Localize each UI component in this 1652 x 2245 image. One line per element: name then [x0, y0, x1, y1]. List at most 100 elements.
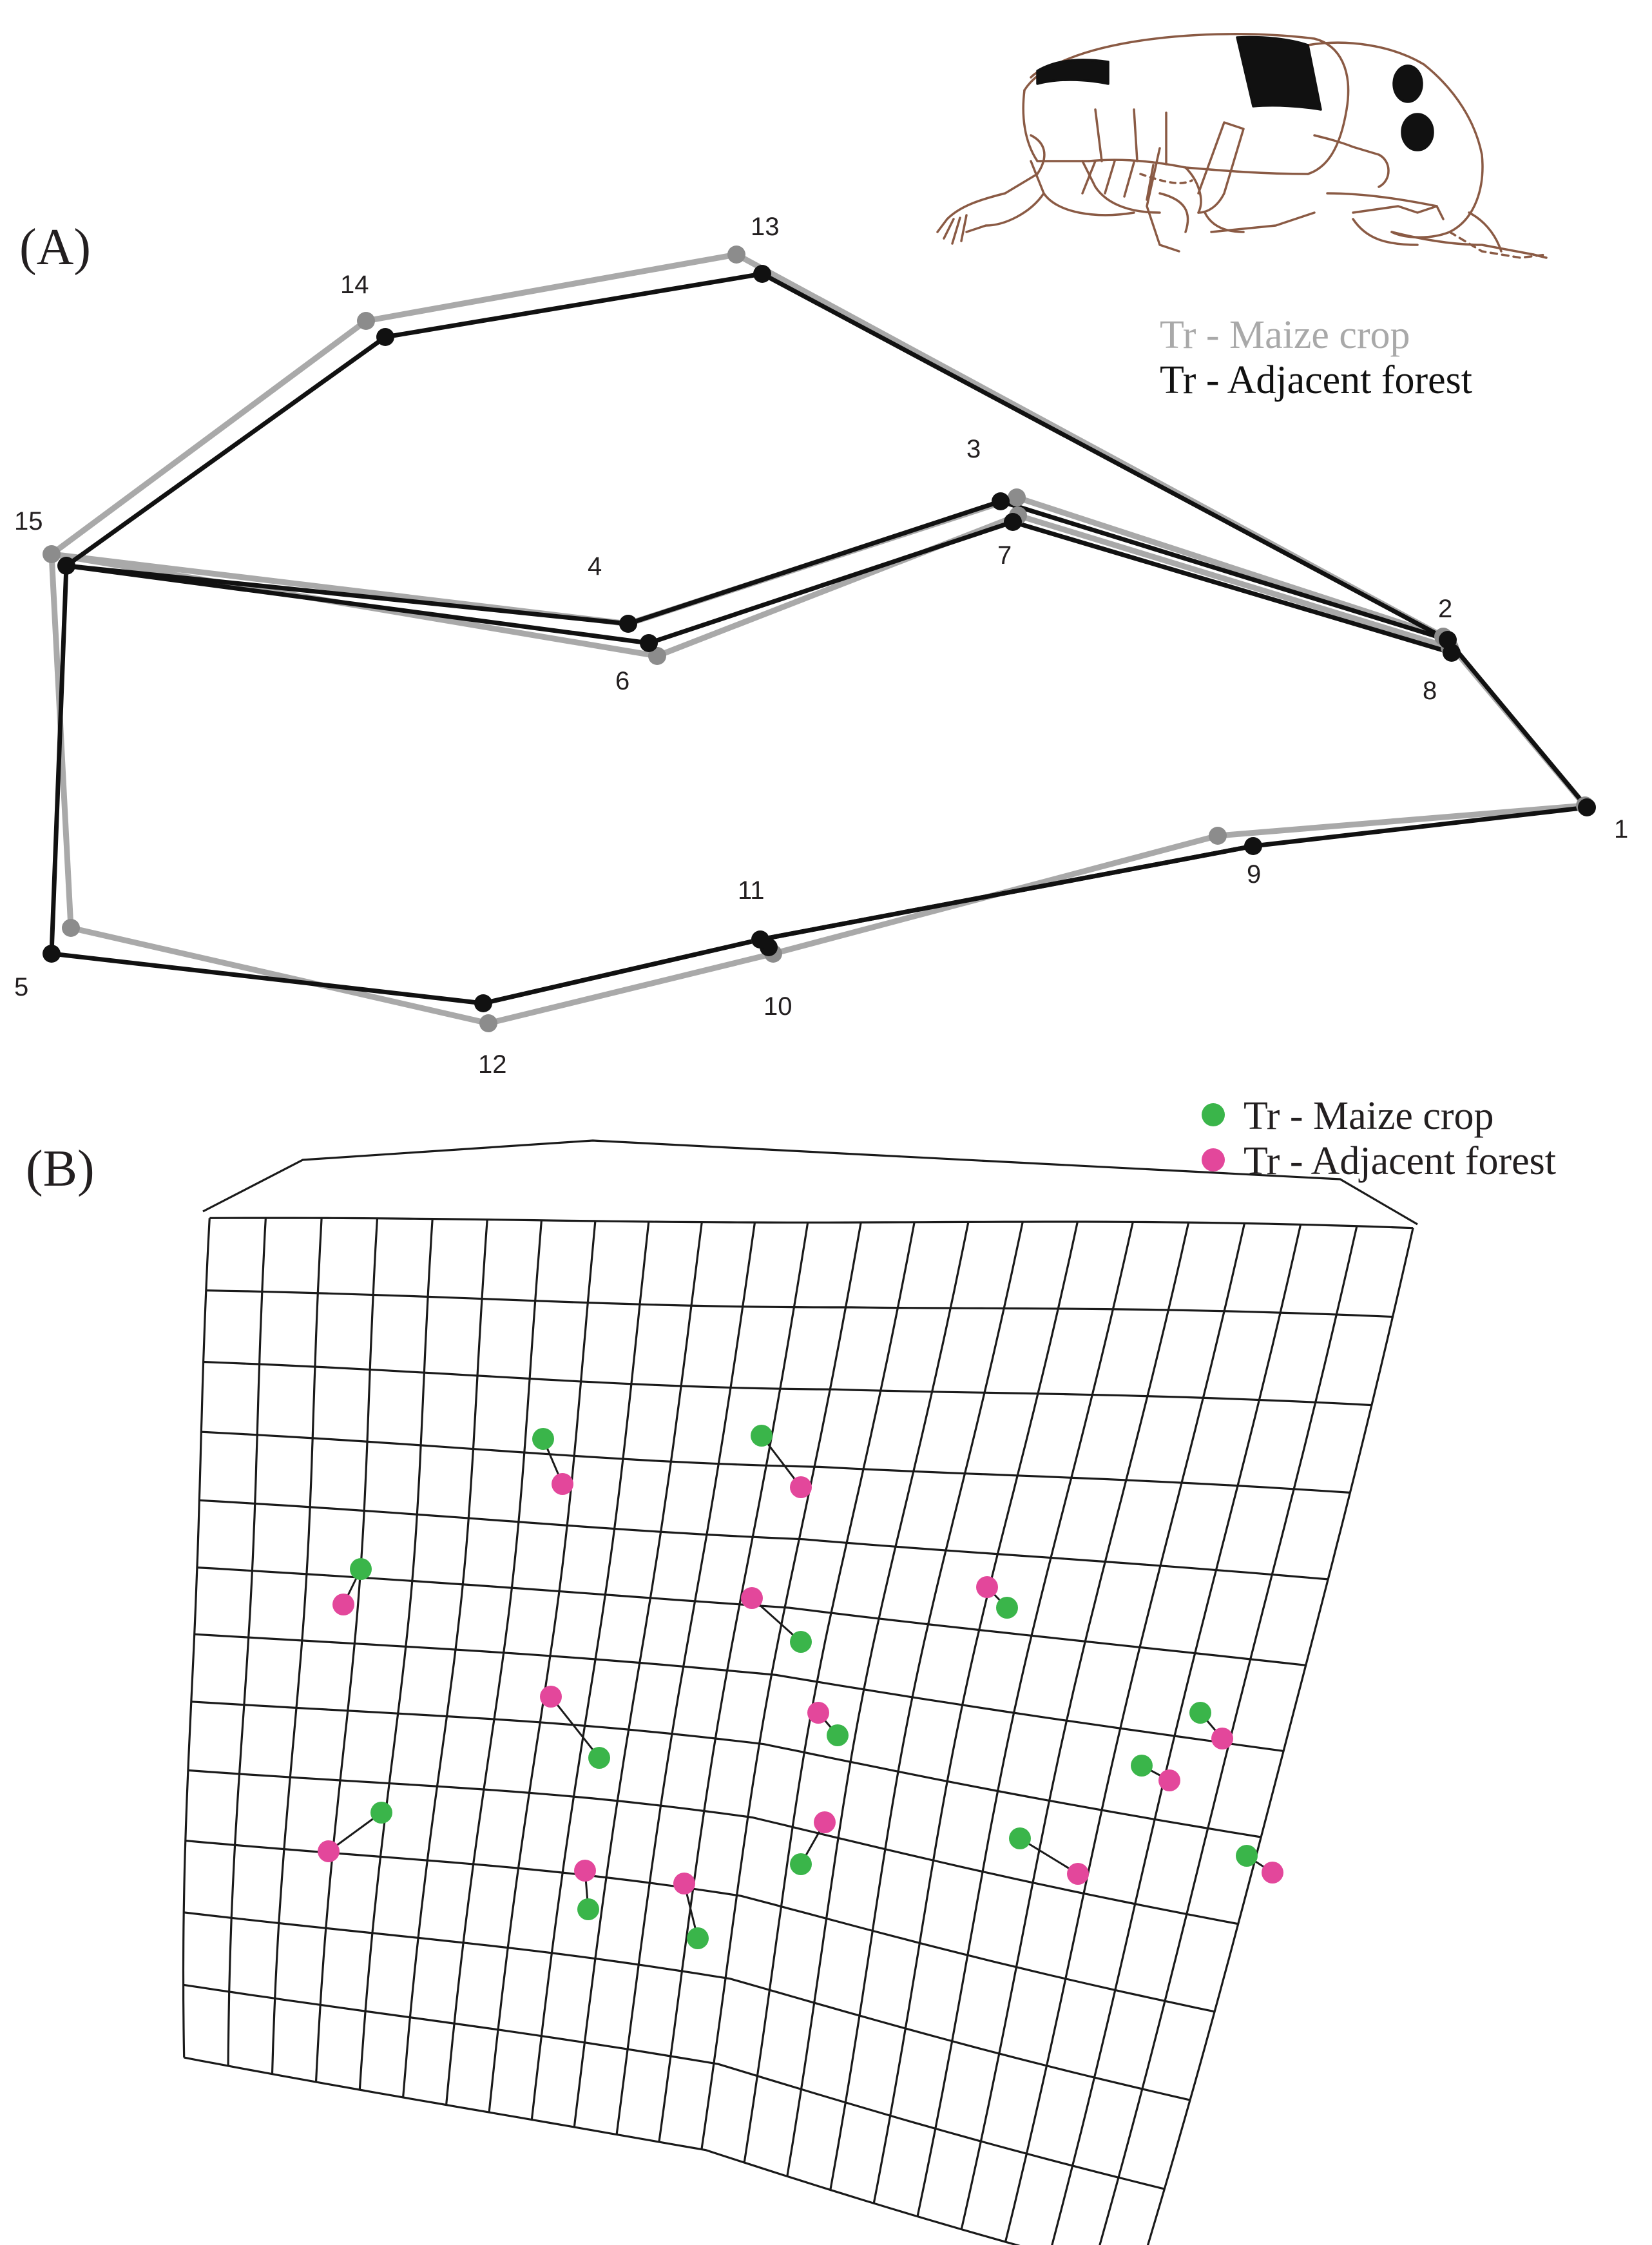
- maize-crop-dot-1: [532, 1428, 554, 1450]
- maize-crop-dot-3: [350, 1558, 372, 1580]
- grid-column-line: [615, 1222, 756, 2135]
- landmark-label-1: 1: [1614, 815, 1628, 843]
- deformation-grid: [182, 1139, 1418, 2245]
- grid-column-line: [743, 1222, 916, 2163]
- panel-b-label: (B): [26, 1141, 95, 1197]
- landmark-label-4: 4: [588, 552, 602, 581]
- forest-landmark-1: [1578, 798, 1596, 816]
- grid-row-line: [203, 1360, 1372, 1407]
- landmark-label-2: 2: [1438, 595, 1452, 623]
- forest-landmark-11: [751, 930, 769, 949]
- landmark-label-6: 6: [615, 667, 629, 695]
- landmark-label-9: 9: [1247, 860, 1261, 889]
- forest-outline-segment-4: [483, 843, 1254, 1006]
- grid-column-line: [402, 1219, 488, 2098]
- maize-landmark-3: [1008, 488, 1026, 506]
- maize-crop-dot-11: [790, 1853, 812, 1875]
- legend-maize-crop-b: Tr - Maize crop: [1244, 1094, 1494, 1138]
- landmark-label-12: 12: [478, 1050, 507, 1079]
- forest-landmark-13: [753, 265, 771, 283]
- grid-column-line: [488, 1220, 597, 2113]
- adjacent-forest-landmarks: [43, 265, 1596, 1012]
- adjacent-forest-dot-5: [741, 1587, 763, 1609]
- adjacent-forest-dot-9: [1158, 1769, 1180, 1791]
- adjacent-forest-dot-2: [790, 1476, 812, 1498]
- adjacent-forest-dot-4: [976, 1576, 998, 1598]
- grid-column-line: [227, 1218, 267, 2067]
- grid-column-line: [960, 1222, 1190, 2230]
- maize-crop-dot-8: [1189, 1702, 1211, 1724]
- grid-column-line: [872, 1221, 1079, 2204]
- maize-outline-segment-2: [51, 494, 1445, 640]
- grid-column-line: [786, 1222, 970, 2177]
- adjacent-forest-dot-7: [807, 1702, 829, 1724]
- forest-landmark-8: [1443, 644, 1461, 662]
- maize-landmark-9: [1209, 827, 1227, 845]
- maize-outline-segment-1: [48, 251, 1588, 1026]
- adjacent-forest-dot-11: [814, 1811, 836, 1833]
- landmark-label-15: 15: [14, 507, 43, 535]
- grid-column-line: [445, 1220, 543, 2105]
- forest-landmark-9: [1244, 837, 1262, 855]
- maize-crop-dot-14: [1009, 1827, 1031, 1849]
- adjacent-forest-dot-1: [552, 1473, 573, 1495]
- forest-landmark-5: [43, 945, 61, 963]
- landmark-label-10: 10: [764, 992, 792, 1021]
- panel-a: (A): [14, 33, 1628, 1079]
- grid-column-line: [1004, 1223, 1246, 2242]
- grid-column-line: [916, 1222, 1134, 2217]
- grid-row-line: [187, 1769, 1238, 1925]
- adjacent-forest-dot-15: [1262, 1862, 1283, 1884]
- legend-magenta-dot: [1202, 1148, 1225, 1171]
- forest-outline-segment-2: [66, 499, 1449, 642]
- displacement-line-6: [550, 1696, 600, 1758]
- grid-row-line: [206, 1289, 1393, 1318]
- grid-box-top: [202, 1139, 1418, 1226]
- grid-column-line: [829, 1221, 1024, 2190]
- panel-a-label: (A): [19, 219, 91, 276]
- landmark-label-8: 8: [1423, 677, 1437, 705]
- adjacent-forest-dot-10: [318, 1840, 340, 1862]
- maize-crop-dot-5: [790, 1631, 812, 1653]
- grid-row-line: [201, 1431, 1350, 1494]
- grid-column-line: [314, 1218, 379, 2083]
- maize-landmark-12: [479, 1014, 497, 1032]
- maize-landmark-15: [43, 545, 61, 563]
- grid-column-line: [358, 1219, 434, 2090]
- forest-landmark-15: [57, 557, 75, 575]
- forest-landmark-14: [376, 328, 394, 346]
- maize-landmark-5: [62, 919, 80, 937]
- legend-adjacent-forest-b: Tr - Adjacent forest: [1244, 1139, 1556, 1183]
- landmark-label-14: 14: [340, 271, 369, 299]
- landmark-label-5: 5: [14, 973, 28, 1001]
- adjacent-forest-dot-8: [1211, 1728, 1233, 1749]
- legend-green-dot: [1202, 1103, 1225, 1126]
- maize-landmark-13: [727, 246, 745, 264]
- grid-row-line: [209, 1217, 1414, 1229]
- forest-landmark-12: [474, 994, 492, 1012]
- grid-column-line: [182, 1218, 211, 2058]
- displacement-line-14: [1019, 1837, 1079, 1875]
- forest-landmark-6: [640, 634, 658, 652]
- grid-row-line: [183, 1983, 1165, 2190]
- forest-landmark-3: [992, 492, 1010, 510]
- adjacent-forest-dot-12: [574, 1860, 596, 1882]
- landmark-label-11: 11: [738, 876, 765, 905]
- landmark-labels: 1 2 3 4 5 6 7 8 9 10 11 12 13 14 15: [14, 213, 1628, 1079]
- forest-landmark-4: [619, 615, 637, 633]
- panel-b: (B) Tr - Maize crop Tr - Adjacent forest: [26, 1094, 1556, 2245]
- grid-row-line: [184, 2056, 1021, 2245]
- grid-column-line: [573, 1222, 703, 2128]
- adjacent-forest-dot-3: [332, 1594, 354, 1615]
- maize-landmark-14: [357, 312, 375, 330]
- maize-crop-dot-9: [1131, 1755, 1153, 1777]
- legend-adjacent-forest-a: Tr - Adjacent forest: [1160, 358, 1472, 402]
- maize-crop-dot-6: [588, 1747, 610, 1769]
- maize-crop-dot-10: [370, 1802, 392, 1824]
- grid-column-line: [1051, 1224, 1302, 2245]
- grid-column-line: [530, 1221, 650, 2120]
- maize-crop-dot-12: [577, 1898, 599, 1920]
- forest-outline-segment-1: [49, 271, 1590, 1006]
- forest-landmark-7: [1004, 513, 1022, 531]
- grid-column-line: [1146, 1228, 1414, 2245]
